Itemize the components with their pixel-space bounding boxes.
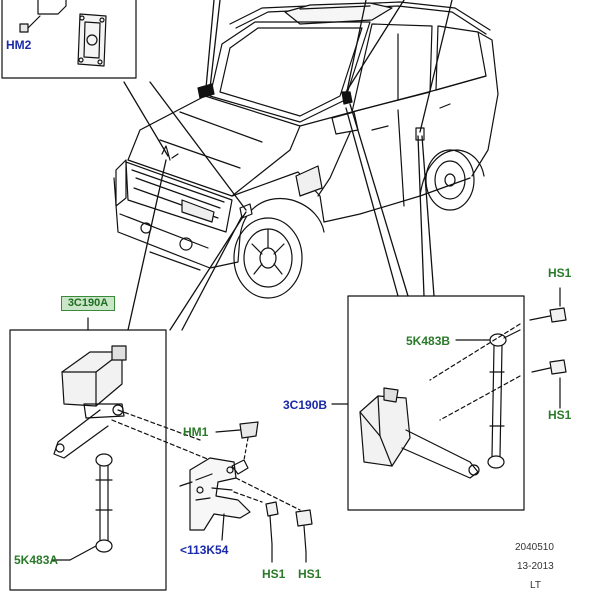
label-hs1-right-bottom: HS1 — [548, 408, 572, 422]
label-hm1: HM1 — [183, 425, 209, 439]
reference-date: 13-2013 — [517, 561, 554, 572]
height-sensor-right — [359, 387, 480, 479]
label-5k483b: 5K483B — [406, 334, 451, 348]
label-hm2: HM2 — [6, 38, 32, 52]
reference-number: 2040510 — [515, 542, 554, 553]
label-hs1-bottom-right: HS1 — [298, 567, 322, 581]
gasket-part — [77, 13, 107, 67]
bolts — [265, 307, 567, 553]
link-arm-5k483a — [69, 453, 113, 561]
label-3c190b: 3C190B — [283, 398, 328, 412]
label-hs1-bottom-left: HS1 — [262, 567, 286, 581]
label-5k483a: 5K483A — [14, 553, 59, 567]
label-hs1-right-top: HS1 — [548, 266, 572, 280]
sensor-fragment — [19, 0, 67, 33]
detail-box-right — [347, 295, 525, 511]
link-arm-5k483b — [487, 329, 521, 469]
leader-lines — [123, 0, 453, 331]
bracket-assembly — [179, 421, 301, 531]
label-3c190a: 3C190A — [61, 296, 115, 311]
height-sensor-left — [53, 345, 127, 459]
label-113k54: <113K54 — [180, 543, 229, 557]
inset-box-hm2 — [1, 0, 137, 79]
reference-code: LT — [530, 580, 541, 591]
hm1-clip — [231, 421, 259, 475]
vehicle-illustration — [113, 1, 499, 299]
